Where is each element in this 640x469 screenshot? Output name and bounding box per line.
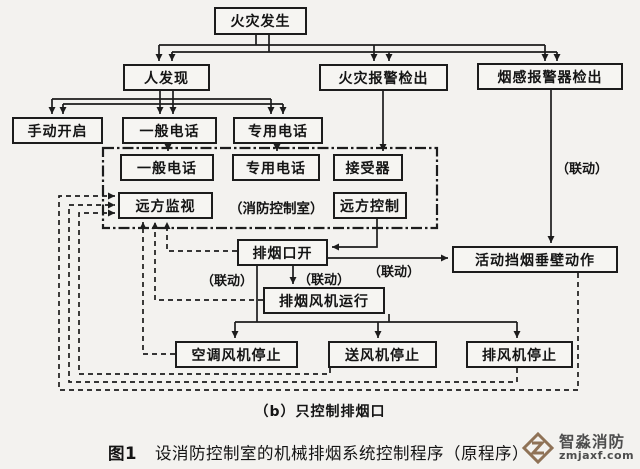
control-room-boundary xyxy=(101,146,439,230)
figure-caption: 图1 设消防控制室的机械排烟系统控制程序（原程序） xyxy=(108,440,529,464)
linkage-label-fan-run: （联动） xyxy=(298,273,351,288)
node-ac-fan-stop: 空调风机停止 xyxy=(175,341,298,368)
logo-domain: zmjaxf.com xyxy=(559,449,635,463)
node-person-discovers: 人发现 xyxy=(123,64,210,91)
node-barrier-action: 活动挡烟垂壁动作 xyxy=(452,246,618,273)
node-ordinary-phone-outer: 一般电话 xyxy=(122,117,217,144)
linkage-label-stop-rail: （联动） xyxy=(201,274,254,289)
node-ordinary-phone-inner: 一般电话 xyxy=(120,154,214,181)
figure-title: 设消防控制室的机械排烟系统控制程序（原程序） xyxy=(154,444,529,463)
figure-number: 图1 xyxy=(108,444,137,463)
diamond-z-icon xyxy=(521,431,555,465)
dashed-feedback-connectors xyxy=(58,192,579,391)
control-room-note: （消防控制室） xyxy=(229,201,324,217)
node-receiver: 接受器 xyxy=(333,154,403,181)
node-remote-control: 远方控制 xyxy=(333,192,407,219)
sub-caption: （b）只控制排烟口 xyxy=(254,404,386,420)
solid-connectors xyxy=(48,35,561,338)
linkage-label-barrier: （联动） xyxy=(368,265,421,280)
node-dedicated-phone-inner: 专用电话 xyxy=(232,154,320,181)
node-fire-occurs: 火灾发生 xyxy=(214,7,307,35)
linkage-label-smoke: （联动） xyxy=(556,162,609,177)
node-dedicated-phone-outer: 专用电话 xyxy=(233,117,323,144)
node-vent-open: 排烟口开 xyxy=(237,239,328,266)
node-exhaust-fan-stop: 排风机停止 xyxy=(466,341,573,368)
node-remote-monitor: 远方监视 xyxy=(118,192,213,219)
node-manual-open: 手动开启 xyxy=(12,117,103,144)
logo-name: 智淼消防 xyxy=(559,433,626,452)
node-fire-alarm-detected: 火灾报警检出 xyxy=(319,64,448,91)
node-smoke-fan-run: 排烟风机运行 xyxy=(263,287,385,314)
node-supply-fan-stop: 送风机停止 xyxy=(328,341,437,368)
node-smoke-detector-detected: 烟感报警器检出 xyxy=(477,63,623,90)
watermark-logo: 智淼消防 zmjaxf.com xyxy=(521,431,634,465)
